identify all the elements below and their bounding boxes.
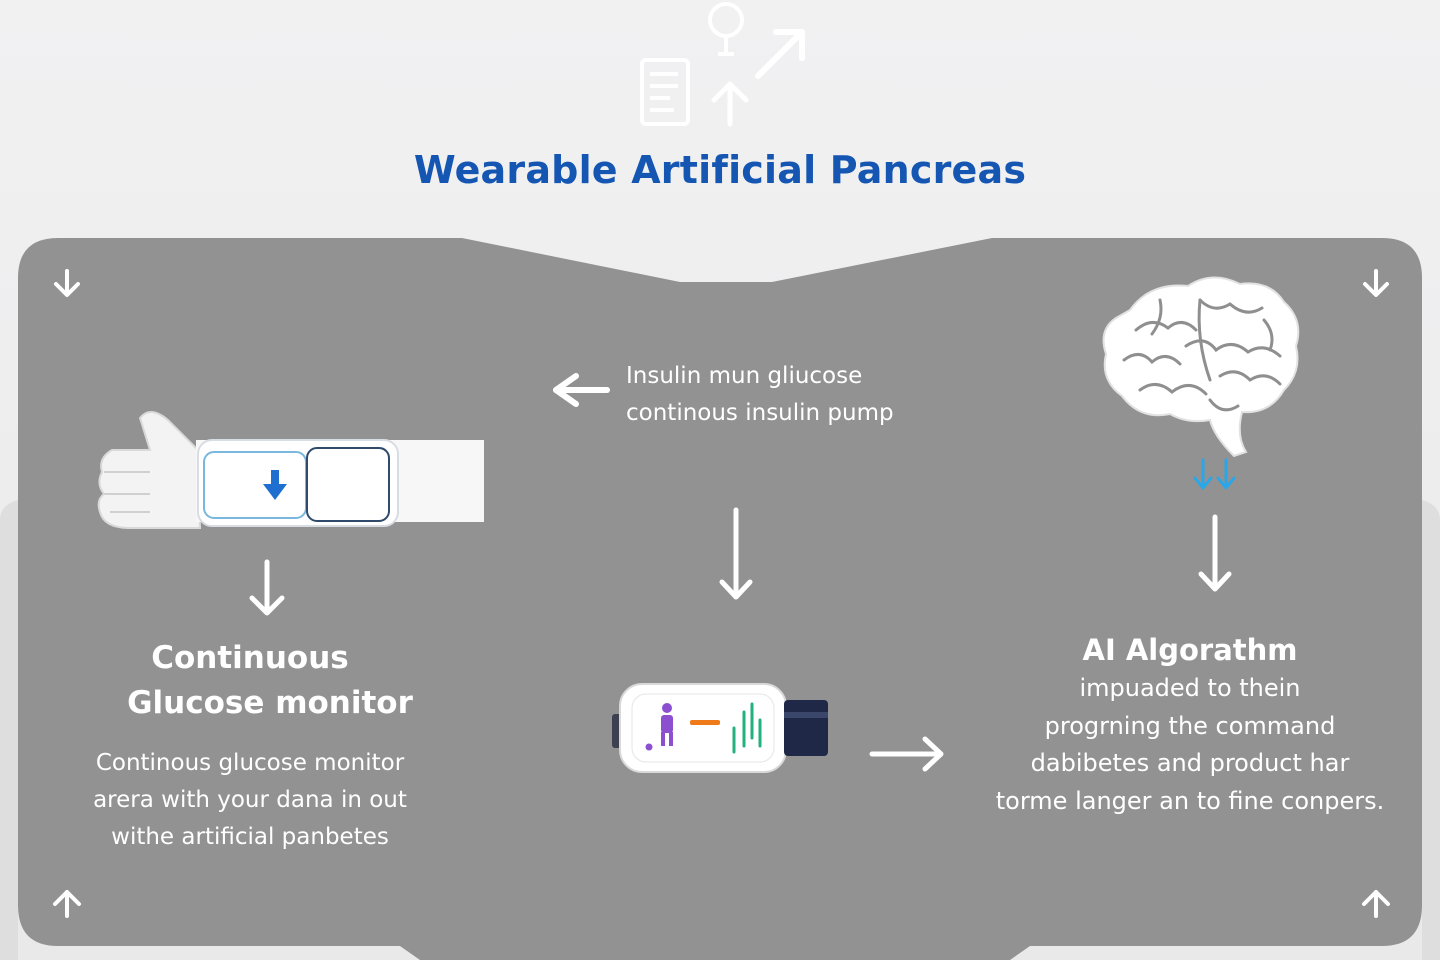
corner-arrow-top-left: [54, 269, 80, 297]
pump-label-line: Insulin mun gliucose: [626, 363, 863, 389]
document-icon: [640, 58, 690, 126]
ai-desc-line: dabibetes and product har: [1030, 749, 1350, 777]
ai-desc-line: torme langer an to fine conpers.: [995, 786, 1385, 815]
pump-dash-indicator: [690, 720, 720, 725]
cgm-title: Continuous Glucose monitor: [60, 636, 480, 726]
diagonal-arrow-icon: [755, 29, 805, 79]
ai-title: AI Algorathm: [1082, 633, 1298, 667]
cgm-description: Continous glucose monitor arera with you…: [40, 745, 460, 856]
panel-outer-band-right: [1422, 500, 1440, 960]
cgm-desc-line: Continous glucose monitor: [95, 750, 405, 776]
arrow-pump-to-ai: [869, 736, 944, 772]
top-icons-group: [640, 2, 805, 127]
cgm-title-line: Continuous: [151, 640, 349, 676]
pump-person-icon: [645, 703, 673, 751]
brain-output-arrows: [1193, 458, 1236, 490]
brain-icon: [1102, 276, 1300, 458]
corner-arrow-top-right: [1363, 269, 1389, 297]
cgm-sensor-icon: [197, 439, 399, 527]
corner-arrow-bottom-left: [53, 890, 81, 918]
ai-desc-line: impuaded to thein: [1079, 674, 1301, 702]
ai-desc-line: progrning the command: [1044, 711, 1336, 740]
ai-description: impuaded to thein progrning the command …: [970, 670, 1410, 820]
cgm-desc-line: arera with your dana in out: [93, 787, 407, 813]
pump-label: Insulin mun gliucose continous insulin p…: [626, 358, 966, 432]
pump-label-line: continous insulin pump: [626, 400, 894, 426]
insulin-pump-icon: [612, 683, 828, 773]
arrow-label-to-pump: [719, 507, 753, 600]
up-arrow-icon: [711, 81, 749, 127]
page-title: Wearable Artificial Pancreas: [413, 148, 1027, 192]
pump-graph-icon: [732, 702, 762, 754]
cgm-title-line: Glucose monitor: [127, 685, 413, 721]
sensor-down-arrow-icon: [263, 470, 287, 500]
location-pin-icon: [708, 2, 744, 56]
arrow-brain-to-ai-text: [1198, 514, 1232, 592]
arrow-hand-to-cgm: [249, 559, 285, 616]
cgm-desc-line: withe artificial panbetes: [111, 824, 389, 850]
panel-shape: [18, 238, 1422, 960]
panel-outer-band: [0, 500, 18, 960]
arrow-pump-to-sensor: [553, 373, 610, 407]
corner-arrow-bottom-right: [1362, 890, 1390, 918]
